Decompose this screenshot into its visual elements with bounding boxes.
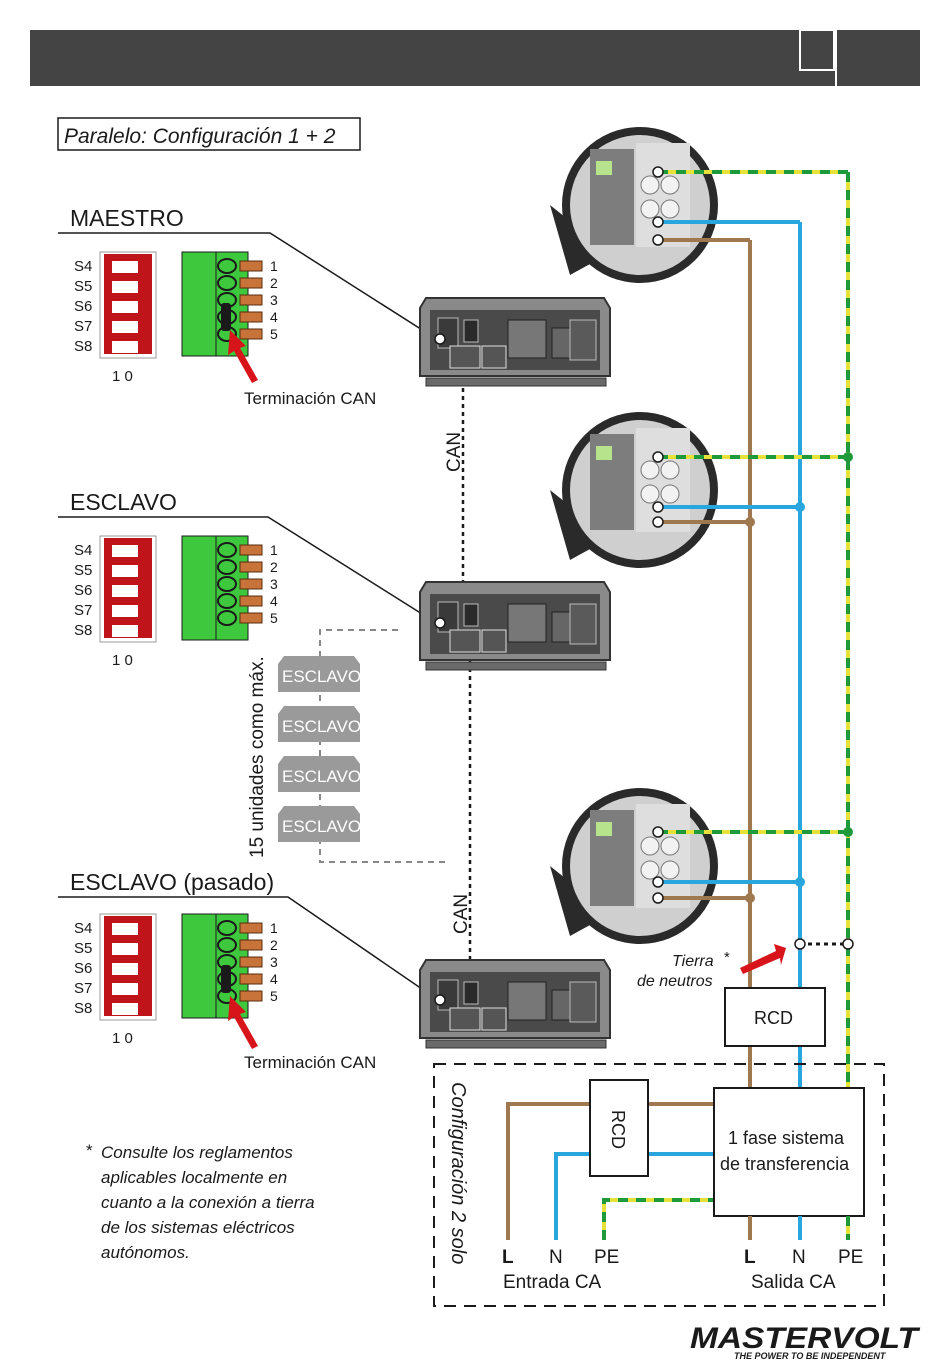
inverter-master — [419, 297, 611, 387]
brand-logo: MASTERVOLT — [690, 1322, 921, 1355]
can-port-marker — [434, 617, 446, 629]
terminal-zoom-slave — [549, 411, 719, 569]
diagram-title: Paralelo: Configuración 1 + 2 — [64, 125, 336, 148]
inverter-slave — [419, 581, 611, 671]
switch-label: S6 — [74, 298, 92, 315]
neutral-earth-label: de neutros — [637, 973, 713, 990]
rcd-box-input — [589, 1079, 649, 1177]
terminal-number: 3 — [270, 292, 278, 308]
input-terminal-l: L — [502, 1247, 514, 1268]
extra-slave-label: ESCLAVO — [282, 767, 361, 786]
terminal-number: 5 — [270, 610, 278, 626]
terminal-number: 5 — [270, 988, 278, 1004]
unit-label-slave-last: ESCLAVO (pasado) — [70, 869, 274, 895]
switch-label: S5 — [74, 278, 92, 295]
terminal-zoom-master — [549, 126, 719, 284]
output-label: Salida CA — [751, 1272, 836, 1293]
terminal-number: 1 — [270, 542, 278, 558]
transfer-switch-box — [713, 1087, 865, 1217]
rcd-label-input: RCD — [608, 1110, 628, 1149]
terminal-number: 1 — [270, 920, 278, 936]
transfer-label: de transferencia — [720, 1154, 850, 1174]
termination-jumper — [221, 965, 231, 993]
terminal-number: 2 — [270, 559, 278, 575]
footnote-mark: * — [86, 1141, 93, 1160]
footnote-line: de los sistemas eléctricos — [101, 1218, 295, 1237]
can-label: CAN — [451, 894, 472, 934]
footnote-line: Consulte los reglamentos — [101, 1143, 293, 1162]
terminal-number: 2 — [270, 937, 278, 953]
footnote-line: autónomos. — [101, 1243, 190, 1262]
dip-switch-slave-last — [99, 913, 157, 1021]
switch-label: S5 — [74, 940, 92, 957]
switch-label: S5 — [74, 562, 92, 579]
unit-label-slave: ESCLAVO — [70, 489, 177, 515]
switch-label: S8 — [74, 622, 92, 639]
terminal-number: 4 — [270, 309, 278, 325]
title-box — [57, 117, 361, 151]
header-page-box — [799, 29, 835, 71]
switch-label: S4 — [74, 258, 92, 275]
rcd-label: RCD — [754, 1008, 793, 1028]
switch-label: S7 — [74, 980, 92, 997]
switch-label: S6 — [74, 960, 92, 977]
brand-tagline: THE POWER TO BE INDEPENDENT — [734, 1351, 887, 1361]
switch-label: S8 — [74, 338, 92, 355]
termination-jumper — [221, 303, 231, 331]
config2-label: Configuración 2 solo — [447, 1082, 469, 1264]
output-terminal-pe: PE — [838, 1247, 863, 1268]
terminal-zoom-slave-last — [549, 787, 719, 945]
extra-slave-label: ESCLAVO — [282, 667, 361, 686]
neutral-earth-mark: * — [724, 949, 730, 966]
terminal-number: 3 — [270, 576, 278, 592]
inverter-slave-last — [419, 959, 611, 1049]
terminal-number: 2 — [270, 275, 278, 291]
output-terminal-n: N — [792, 1247, 806, 1268]
neutral-earth-label: Tierra — [672, 953, 714, 970]
termination-label: Terminación CAN — [244, 1053, 376, 1072]
terminal-number: 4 — [270, 593, 278, 609]
extra-slave-label: ESCLAVO — [282, 817, 361, 836]
switch-label: S4 — [74, 920, 92, 937]
switch-label: S6 — [74, 582, 92, 599]
terminal-number: 4 — [270, 971, 278, 987]
switch-label: S4 — [74, 542, 92, 559]
dip-switch-master — [99, 251, 157, 359]
terminal-number: 1 — [270, 258, 278, 274]
can-label: CAN — [444, 432, 465, 472]
config2-region — [433, 1063, 885, 1307]
footnote-line: cuanto a la conexión a tierra — [101, 1193, 315, 1212]
max-units-label: 15 unidades como máx. — [247, 656, 268, 858]
extra-slave-label: ESCLAVO — [282, 717, 361, 736]
rcd-box — [724, 987, 826, 1047]
terminal-number: 3 — [270, 954, 278, 970]
footnote-line: aplicables localmente en — [101, 1168, 287, 1187]
input-label: Entrada CA — [503, 1272, 602, 1293]
terminal-block-slave — [181, 535, 263, 641]
switch-scale: 1 0 — [112, 368, 133, 385]
switch-label: S7 — [74, 318, 92, 335]
dip-switch-slave — [99, 535, 157, 643]
terminal-number: 5 — [270, 326, 278, 342]
output-terminal-l: L — [744, 1247, 756, 1268]
input-terminal-pe: PE — [594, 1247, 619, 1268]
can-port-marker — [434, 333, 446, 345]
can-port-marker — [434, 994, 446, 1006]
unit-label-master: MAESTRO — [70, 205, 184, 231]
switch-scale: 1 0 — [112, 652, 133, 669]
header-bar — [30, 30, 920, 86]
termination-label: Terminación CAN — [244, 389, 376, 408]
transfer-label: 1 fase sistema — [728, 1128, 845, 1148]
switch-label: S7 — [74, 602, 92, 619]
switch-label: S8 — [74, 1000, 92, 1017]
switch-scale: 1 0 — [112, 1030, 133, 1047]
input-terminal-n: N — [549, 1247, 563, 1268]
